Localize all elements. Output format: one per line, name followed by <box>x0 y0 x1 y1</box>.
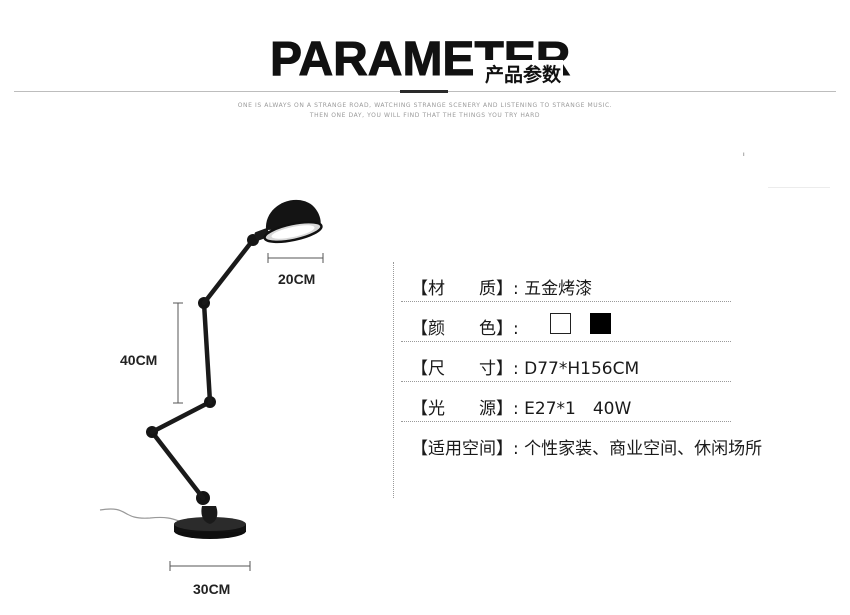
row-divider <box>401 421 731 422</box>
param-color-label: 【颜 色】: <box>411 319 519 339</box>
param-row-size: 【尺 寸】: D77*H156CM <box>401 342 841 382</box>
decorative-mark: ı <box>743 151 745 158</box>
param-row-color: 【颜 色】: <box>401 302 841 342</box>
color-swatch-white <box>550 313 571 334</box>
param-applicable-space: 【适用空间】: 个性家装、商业空间、休闲场所 <box>411 439 763 459</box>
color-swatch-black <box>590 313 611 334</box>
header: PARAMETER 产品参数 <box>0 30 850 90</box>
tagline-line-1: ONE IS ALWAYS ON A STRANGE ROAD, WATCHIN… <box>237 102 613 109</box>
base-diameter-label: 30CM <box>193 581 231 597</box>
arm-length-label: 40CM <box>120 352 158 368</box>
param-light-source: 【光 源】: E27*1 40W <box>411 399 632 419</box>
header-divider-accent <box>400 90 448 93</box>
parameter-table-border <box>393 262 394 498</box>
shade-diameter-label: 20CM <box>278 271 316 287</box>
row-divider <box>401 341 731 342</box>
decorative-line <box>768 187 830 188</box>
tagline-line-2: THEN ONE DAY, YOU WILL FIND THAT THE THI… <box>309 112 541 119</box>
param-size: 【尺 寸】: D77*H156CM <box>411 359 640 379</box>
param-row-space: 【适用空间】: 个性家装、商业空间、休闲场所 <box>401 422 841 462</box>
row-divider <box>401 301 731 302</box>
param-row-light: 【光 源】: E27*1 40W <box>401 382 841 422</box>
param-row-material: 【材 质】: 五金烤漆 <box>401 262 841 302</box>
row-divider <box>401 381 731 382</box>
page-subtitle-cn: 产品参数 <box>483 60 564 87</box>
param-material: 【材 质】: 五金烤漆 <box>411 279 593 299</box>
